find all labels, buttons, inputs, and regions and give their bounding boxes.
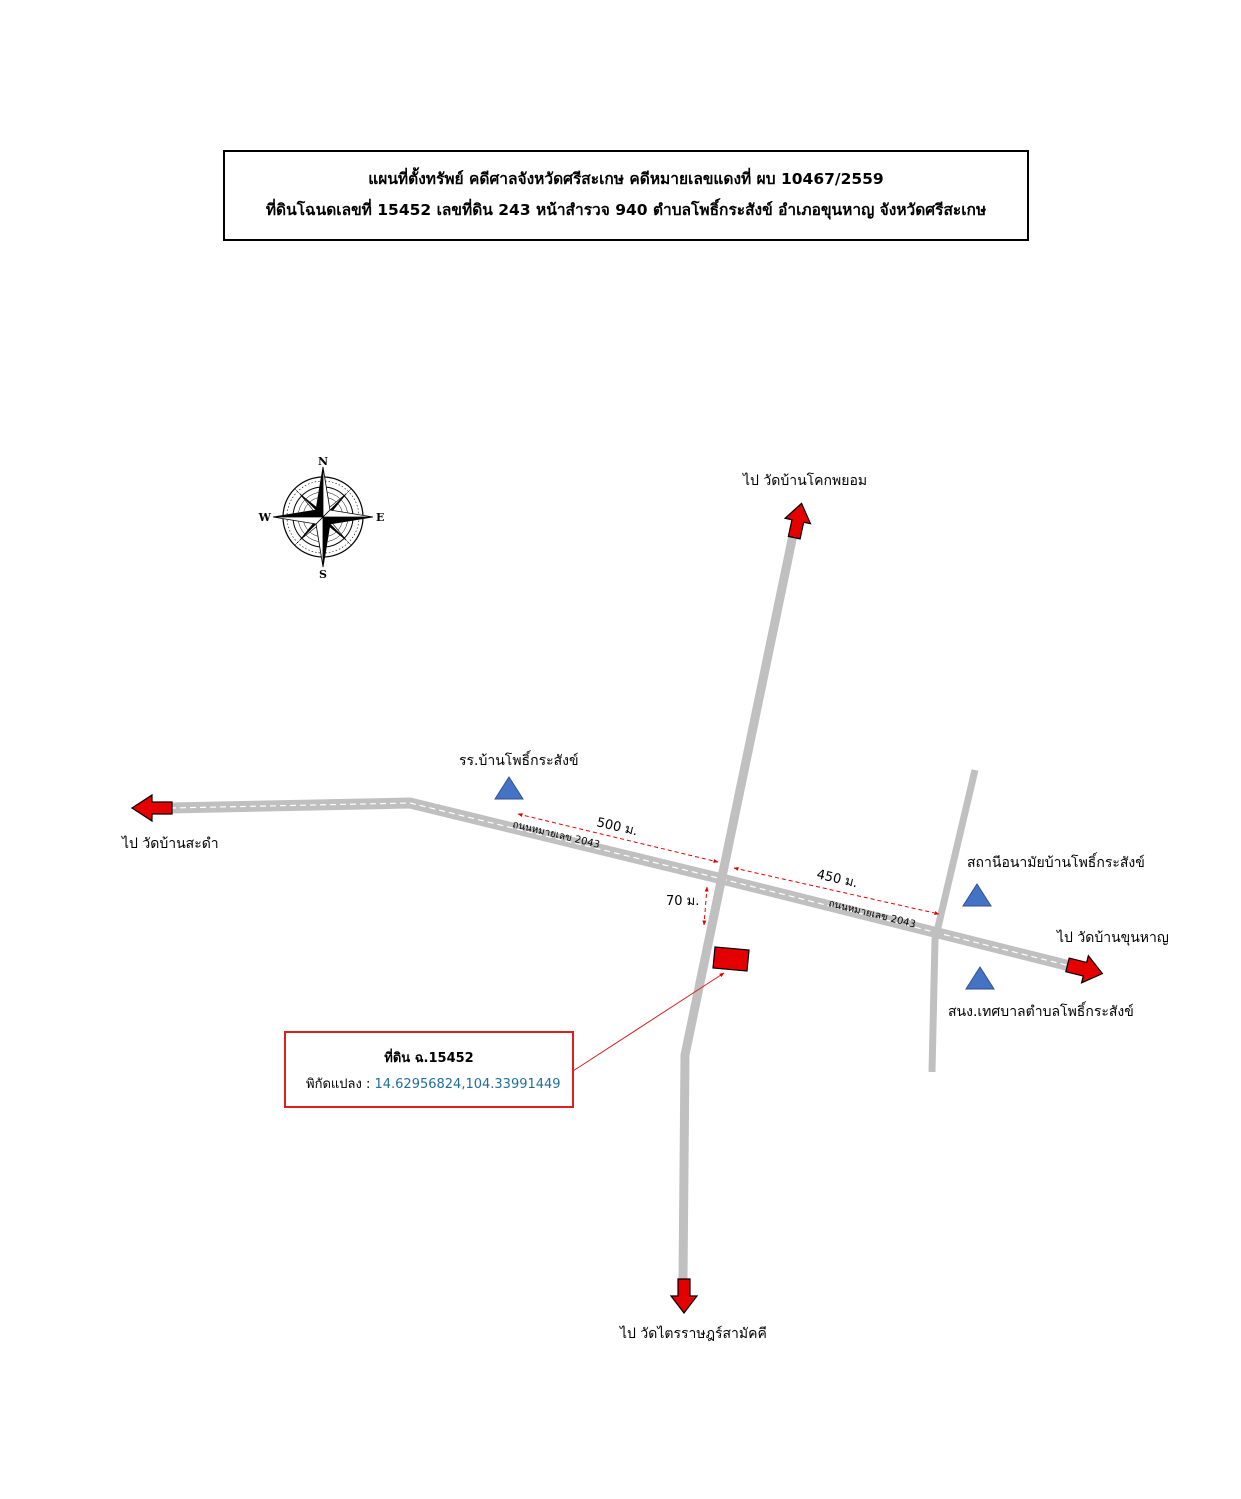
destination-north-label: ไป วัดบ้านโคกพยอม bbox=[742, 472, 867, 489]
map-title-box: แผนที่ตั้งทรัพย์ คดีศาลจังหวัดศรีสะเกษ ค… bbox=[223, 150, 1029, 241]
health-station-marker bbox=[962, 883, 992, 907]
parcel-coord-value[interactable]: 14.62956824,104.33991449 bbox=[374, 1077, 561, 1092]
distance-line-500 bbox=[517, 813, 719, 863]
compass-s: S bbox=[319, 568, 327, 581]
direction-arrow-north bbox=[783, 502, 812, 540]
distance-label-70: 70 ม. bbox=[666, 894, 699, 909]
roads bbox=[169, 534, 1072, 1281]
school-label: รร.บ้านโพธิ์กระสังข์ bbox=[459, 750, 579, 769]
school-marker bbox=[494, 776, 524, 800]
parcel-coordinates: พิกัดแปลง : 14.62956824,104.33991449 bbox=[306, 1073, 561, 1094]
destination-south-label: ไป วัดไตรราษฎร์สามัคคี bbox=[619, 1325, 767, 1342]
parcel-callout-line bbox=[572, 972, 725, 1072]
distance-line-450 bbox=[733, 867, 940, 915]
land-parcel-marker bbox=[712, 946, 750, 972]
compass-rose-icon: N S E W bbox=[258, 455, 385, 581]
compass-n: N bbox=[318, 455, 328, 468]
health-station-label: สถานีอนามัยบ้านโพธิ์กระสังข์ bbox=[967, 852, 1145, 871]
compass-e: E bbox=[376, 511, 384, 524]
distance-label-450: 450 ม. bbox=[815, 867, 859, 891]
destination-east-label: ไป วัดบ้านขุนหาญ bbox=[1056, 929, 1169, 946]
north-south-road bbox=[678, 534, 798, 1281]
direction-arrow-south bbox=[669, 1278, 699, 1314]
distance-line-70 bbox=[702, 886, 709, 926]
parcel-coord-label: พิกัดแปลง : bbox=[306, 1077, 371, 1092]
municipal-office-marker bbox=[965, 966, 995, 990]
compass-w: W bbox=[258, 511, 272, 524]
title-line-2: ที่ดินโฉนดเลขที่ 15452 เลขที่ดิน 243 หน้… bbox=[265, 201, 987, 219]
main-road-centerline bbox=[169, 802, 1071, 967]
distance-label-500: 500 ม. bbox=[595, 815, 639, 839]
parcel-info-box: ที่ดิน ฉ.15452 พิกัดแปลง : 14.62956824,1… bbox=[284, 1031, 574, 1108]
municipal-office-label: สนง.เทศบาลตำบลโพธิ์กระสังข์ bbox=[948, 1001, 1134, 1020]
east-lane bbox=[928, 769, 979, 1073]
direction-arrow-west bbox=[130, 793, 173, 823]
title-line-1: แผนที่ตั้งทรัพย์ คดีศาลจังหวัดศรีสะเกษ ค… bbox=[368, 170, 884, 188]
parcel-title: ที่ดิน ฉ.15452 bbox=[384, 1051, 474, 1066]
direction-arrow-east bbox=[1065, 954, 1104, 984]
road-label-east: ถนนหมายเลข 2043 bbox=[827, 898, 916, 930]
destination-west-label: ไป วัดบ้านสะดำ bbox=[121, 835, 219, 852]
